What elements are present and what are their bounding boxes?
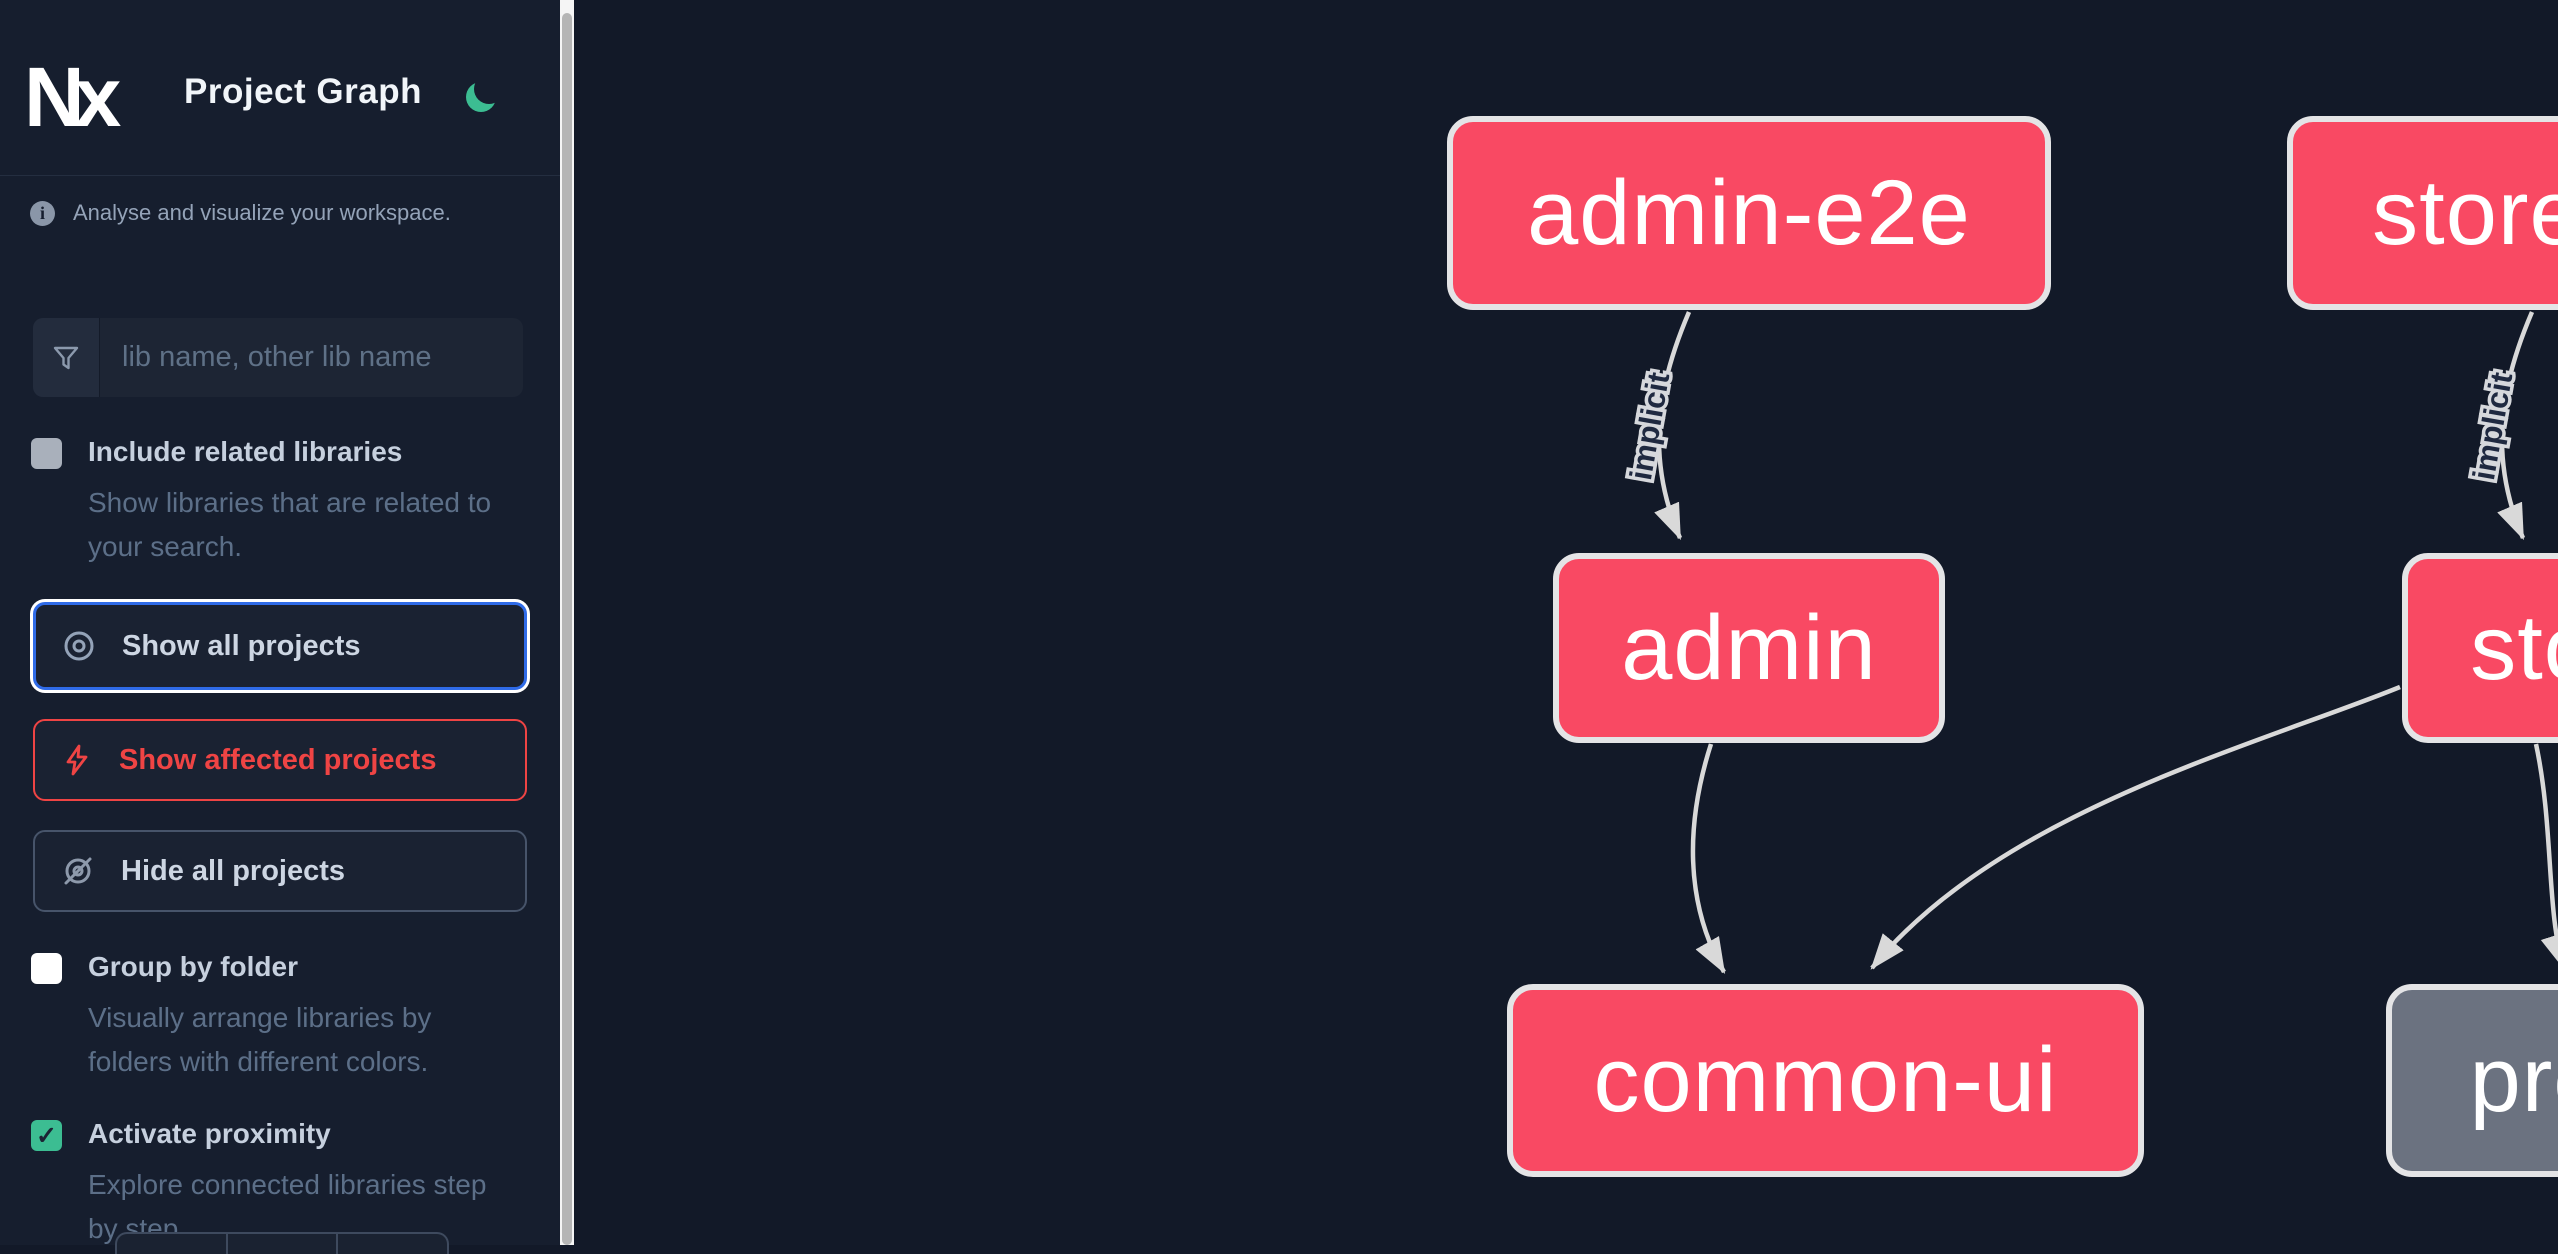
show-all-projects-button[interactable]: Show all projects (33, 602, 527, 690)
graph-node-admin-e2e[interactable]: admin-e2e (1447, 116, 2051, 310)
tagline-text: Analyse and visualize your workspace. (73, 200, 451, 225)
include-related-description: Show libraries that are related to your … (88, 487, 492, 562)
graph-canvas[interactable]: implicit implicit admin-e2e store-e2e ad… (574, 0, 2558, 1245)
option-group-by-folder: Group by folder Visually arrange librari… (31, 951, 531, 1091)
sidebar-scrollbar-thumb[interactable] (562, 13, 572, 1245)
graph-node-common-ui[interactable]: common-ui (1507, 984, 2144, 1177)
show-affected-projects-button[interactable]: Show affected projects (33, 719, 527, 801)
edge-store-to-products (2533, 743, 2558, 971)
include-related-label: Include related libraries (88, 436, 403, 467)
option-include-related-libraries: Include related libraries Show libraries… (31, 436, 531, 566)
proximity-stepper-segment[interactable] (228, 1234, 339, 1254)
group-by-folder-description: Visually arrange libraries by folders wi… (88, 1002, 432, 1077)
graph-node-store[interactable]: store (2402, 553, 2558, 743)
edge-admin-e2e-to-admin (1654, 311, 1692, 541)
edge-label-implicit: implicit (2466, 370, 2519, 483)
proximity-stepper-segment[interactable] (338, 1234, 447, 1254)
hide-all-projects-label: Hide all projects (121, 854, 346, 887)
hide-all-projects-button[interactable]: Hide all projects (33, 830, 527, 912)
nx-logo-icon: Nx (28, 56, 132, 136)
tagline-row: i Analyse and visualize your workspace. (30, 200, 451, 226)
filter-icon-cell (33, 318, 100, 397)
activate-proximity-label: Activate proximity (88, 1118, 331, 1149)
option-activate-proximity: ✓ Activate proximity Explore connected l… (31, 1118, 531, 1248)
graph-node-admin[interactable]: admin (1553, 553, 1945, 743)
graph-node-products[interactable]: products (2386, 984, 2558, 1177)
filter-icon (53, 346, 79, 369)
activate-proximity-checkbox[interactable]: ✓ (31, 1120, 62, 1151)
group-by-folder-label: Group by folder (88, 951, 298, 982)
show-all-projects-label: Show all projects (122, 629, 361, 662)
edge-admin-to-common-ui (1690, 743, 1726, 974)
edge-label-implicit: implicit (1623, 370, 1676, 483)
sidebar-header: Nx Project Graph (0, 0, 560, 176)
show-affected-projects-label: Show affected projects (119, 743, 437, 776)
svg-text:Nx: Nx (28, 56, 122, 136)
edge-store-e2e-to-store (2497, 311, 2535, 541)
edge-store-to-common-ui (1870, 684, 2401, 970)
theme-toggle-moon-icon[interactable] (474, 74, 504, 104)
info-icon: i (30, 200, 55, 226)
eye-icon (64, 631, 94, 661)
bolt-icon (66, 744, 88, 776)
eye-off-icon (64, 857, 92, 885)
proximity-stepper-control[interactable] (115, 1232, 449, 1254)
search-input[interactable] (100, 318, 523, 397)
group-by-folder-checkbox[interactable] (31, 953, 62, 984)
sidebar: Nx Project Graph i Analyse and visualize… (0, 0, 560, 1254)
proximity-stepper-segment[interactable] (117, 1234, 228, 1254)
edge-labels: implicit implicit (1620, 366, 2523, 486)
search-box (33, 318, 523, 397)
include-related-checkbox[interactable] (31, 438, 62, 469)
graph-node-store-e2e[interactable]: store-e2e (2287, 116, 2558, 310)
page-title: Project Graph (184, 72, 422, 111)
